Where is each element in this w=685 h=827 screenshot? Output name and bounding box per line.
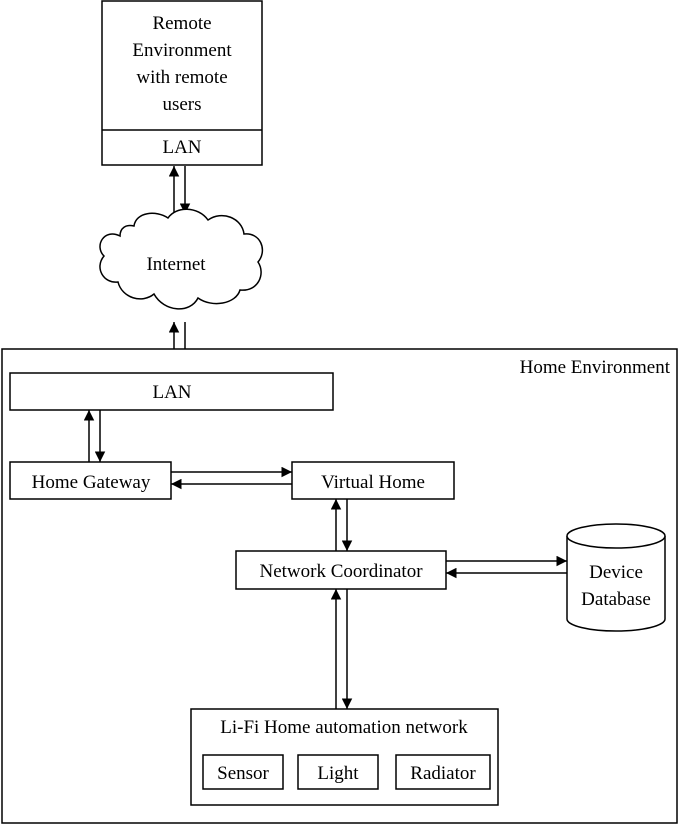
database-label-line-2: Database [581,589,651,610]
network-coordinator-label: Network Coordinator [259,561,423,582]
home-lan-label: LAN [152,382,191,403]
device-database-cylinder: Device Database [566,523,666,632]
home-gateway-box [9,461,172,500]
radiator-box [395,754,491,790]
network-coordinator-box [235,550,447,590]
remote-title-line-2: Environment [132,40,232,61]
radiator-label: Radiator [410,763,476,784]
virtual-home-box [291,461,455,500]
home-environment: Home Environment LAN Home Gateway Virtua… [1,348,678,824]
home-gateway-label: Home Gateway [32,472,151,493]
home-environment-title: Home Environment [520,357,671,378]
internet-cloud: Internet [99,208,264,310]
internet-label: Internet [146,254,206,275]
remote-title-line-4: users [162,94,201,115]
lifi-network-title: Li-Fi Home automation network [220,717,468,738]
database-label-line-1: Device [589,562,643,583]
remote-title-line-1: Remote [152,13,211,34]
light-label: Light [317,763,359,784]
home-lan-box [9,372,334,411]
remote-lan-label: LAN [162,137,201,158]
sensor-label: Sensor [217,763,269,784]
light-box [297,754,379,790]
remote-environment: Remote Environment with remote users LAN [101,0,263,166]
remote-title-line-3: with remote [136,67,227,88]
virtual-home-label: Virtual Home [321,472,425,493]
sensor-box [202,754,284,790]
